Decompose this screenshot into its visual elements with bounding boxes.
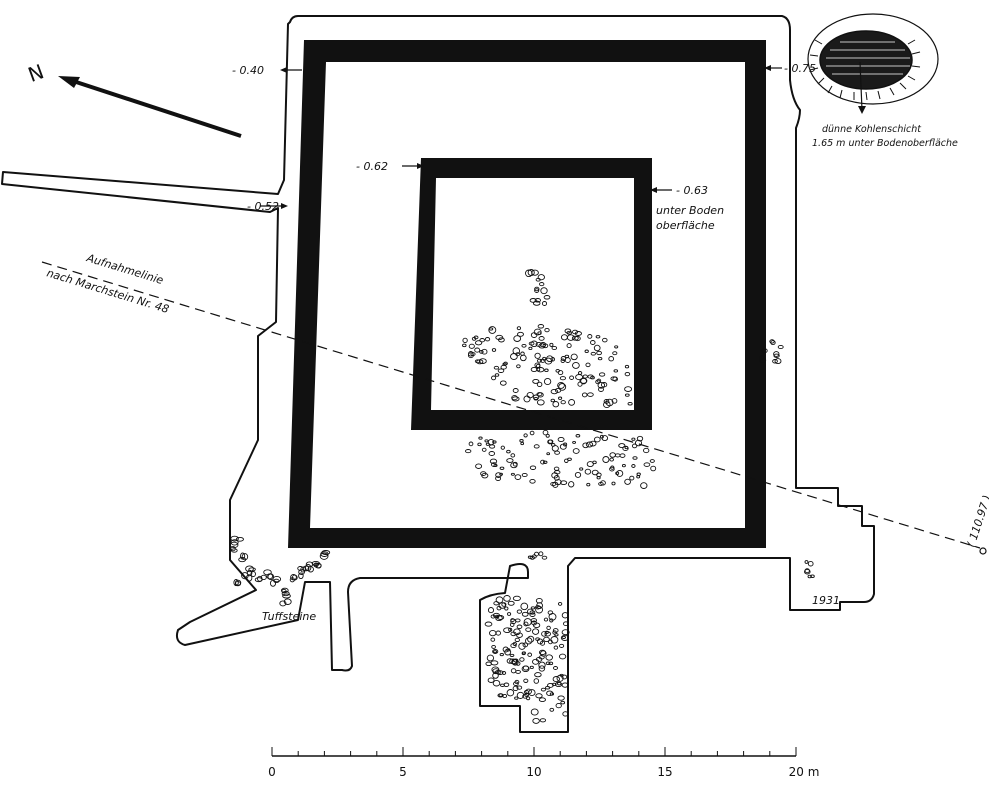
year-label: 1931 (812, 594, 840, 607)
survey-line (41, 261, 987, 555)
scale-label-0: 0 (268, 765, 276, 779)
excavation-outline (1, 15, 875, 733)
stone-rubble (229, 269, 815, 724)
level-inner-nw: - 0.62 (356, 160, 388, 173)
charcoal-pit (807, 13, 939, 114)
level-outer-ne: - 0.75 (784, 62, 816, 75)
level-markers (260, 65, 782, 209)
scale-label-10: 10 (526, 765, 541, 779)
level-inner-ne-note-1: unter Boden (656, 204, 724, 217)
inner-wall (411, 158, 652, 430)
survey-elevation: ( 110.97 ) (964, 493, 989, 548)
tuff-label: Tuffsteine (262, 610, 316, 623)
scale-label-5: 5 (399, 765, 407, 779)
outer-wall (288, 40, 766, 548)
level-inner-ne: - 0.63 (676, 184, 708, 197)
level-inner-ne-note-2: oberfläche (656, 219, 715, 232)
level-outer-nw: - 0.40 (232, 64, 264, 77)
north-label: N (25, 59, 47, 87)
scale-label-15: 15 (657, 765, 672, 779)
pit-label-1: dünne Kohlenschicht (822, 124, 922, 135)
north-arrow: N (25, 59, 242, 138)
scale-label-20: 20 m (789, 765, 820, 779)
scale-bar (271, 747, 797, 757)
level-outer-w: - 0.52 (247, 200, 279, 213)
pit-label-2: 1.65 m unter Bodenoberfläche (812, 138, 958, 149)
